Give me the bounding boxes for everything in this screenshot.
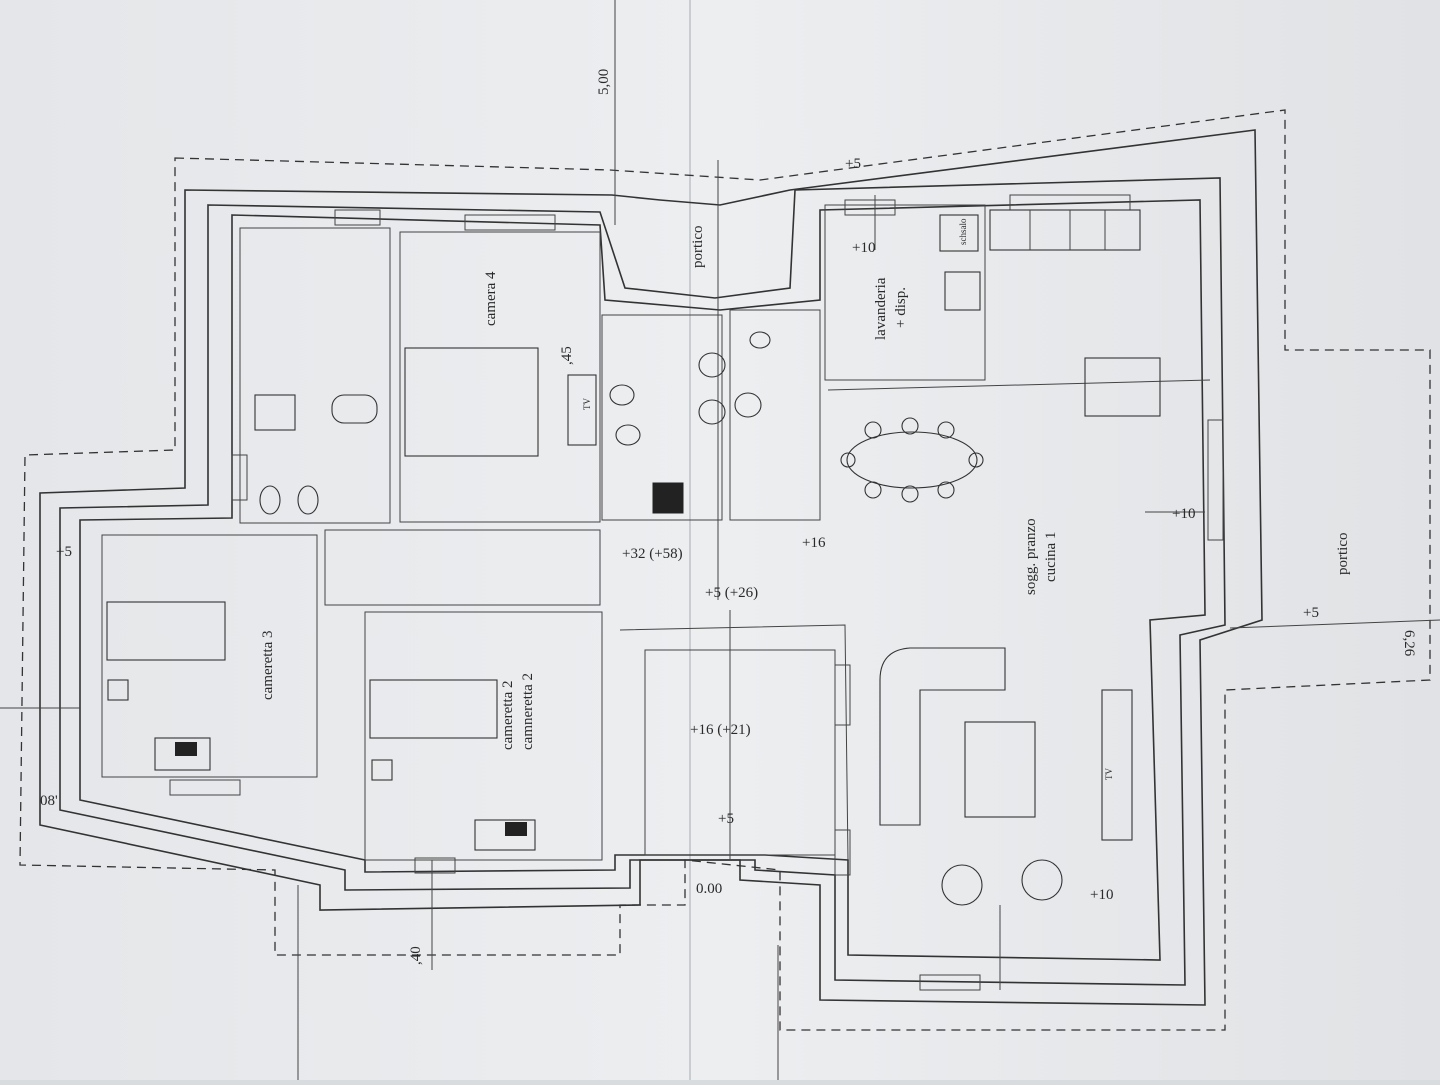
outer-wall-2 bbox=[59, 177, 1226, 986]
level-corridor2: +16 bbox=[802, 535, 826, 551]
garage-wall bbox=[644, 649, 836, 856]
level-garage: +16 (+21) bbox=[690, 722, 751, 738]
tv-label-bedroom: TV bbox=[582, 398, 592, 410]
garage-outer-wall bbox=[619, 624, 849, 861]
outer-wall-3 bbox=[79, 199, 1206, 961]
level-entrance: 0.00 bbox=[696, 881, 722, 897]
dining-table bbox=[840, 417, 984, 503]
room-label-cameretta3: cameretta 3 bbox=[260, 630, 276, 700]
level-right: +5 bbox=[1303, 605, 1319, 621]
living-furniture bbox=[879, 647, 1133, 906]
beds bbox=[106, 347, 539, 739]
level-corridor1: +32 (+58) bbox=[622, 546, 683, 562]
dimension-top: 5,00 bbox=[596, 69, 612, 95]
label-portico-right: portico bbox=[1335, 533, 1351, 576]
room-label-cameretta2-b: camneretta 2 bbox=[520, 673, 536, 750]
room-label-soggiorno: sogg. pranzo bbox=[1023, 518, 1039, 595]
dimension-left: 08' bbox=[40, 793, 58, 809]
level-living-bottom: +10 bbox=[1090, 887, 1113, 903]
bath-master-wall bbox=[239, 227, 391, 524]
level-soggiorno: +10 bbox=[1172, 506, 1195, 522]
level-corridor3: +5 (+26) bbox=[705, 585, 758, 601]
dimension-bottom: ,40 bbox=[408, 946, 424, 965]
room-label-cameretta2-a: cameretta 2 bbox=[500, 680, 516, 750]
living-top-wall bbox=[827, 379, 1211, 391]
room-label-disp: + disp. bbox=[893, 287, 909, 328]
dimension-bath: ,45 bbox=[559, 346, 575, 365]
corridor-wall bbox=[324, 529, 601, 606]
room-label-lavanderia: lavanderia bbox=[873, 277, 889, 340]
lavanderia-wall bbox=[824, 204, 986, 381]
tv-label-living: TV bbox=[1104, 768, 1114, 780]
label-portico-top: portico bbox=[690, 226, 706, 269]
bath3-wall bbox=[729, 309, 821, 521]
room-label-cucina: cucina 1 bbox=[1043, 532, 1059, 582]
cameretta3-wall bbox=[101, 534, 318, 778]
desks bbox=[107, 679, 536, 851]
dimension-right: 6,26 bbox=[1401, 630, 1417, 657]
washer-label: schsalo bbox=[958, 218, 968, 245]
level-lavanderia: +10 bbox=[852, 240, 875, 256]
level-left: +5 bbox=[56, 544, 72, 560]
cameretta2-wall bbox=[364, 611, 603, 861]
bath-fixtures bbox=[254, 214, 981, 515]
room-label-camera4: camera 4 bbox=[483, 271, 499, 326]
level-top: +5 bbox=[845, 156, 861, 172]
level-front: +5 bbox=[718, 811, 734, 827]
outer-wall-1 bbox=[39, 129, 1263, 1006]
camera4-wall bbox=[399, 231, 601, 523]
kitchen-counter bbox=[989, 209, 1161, 417]
bath2-wall bbox=[601, 314, 723, 521]
